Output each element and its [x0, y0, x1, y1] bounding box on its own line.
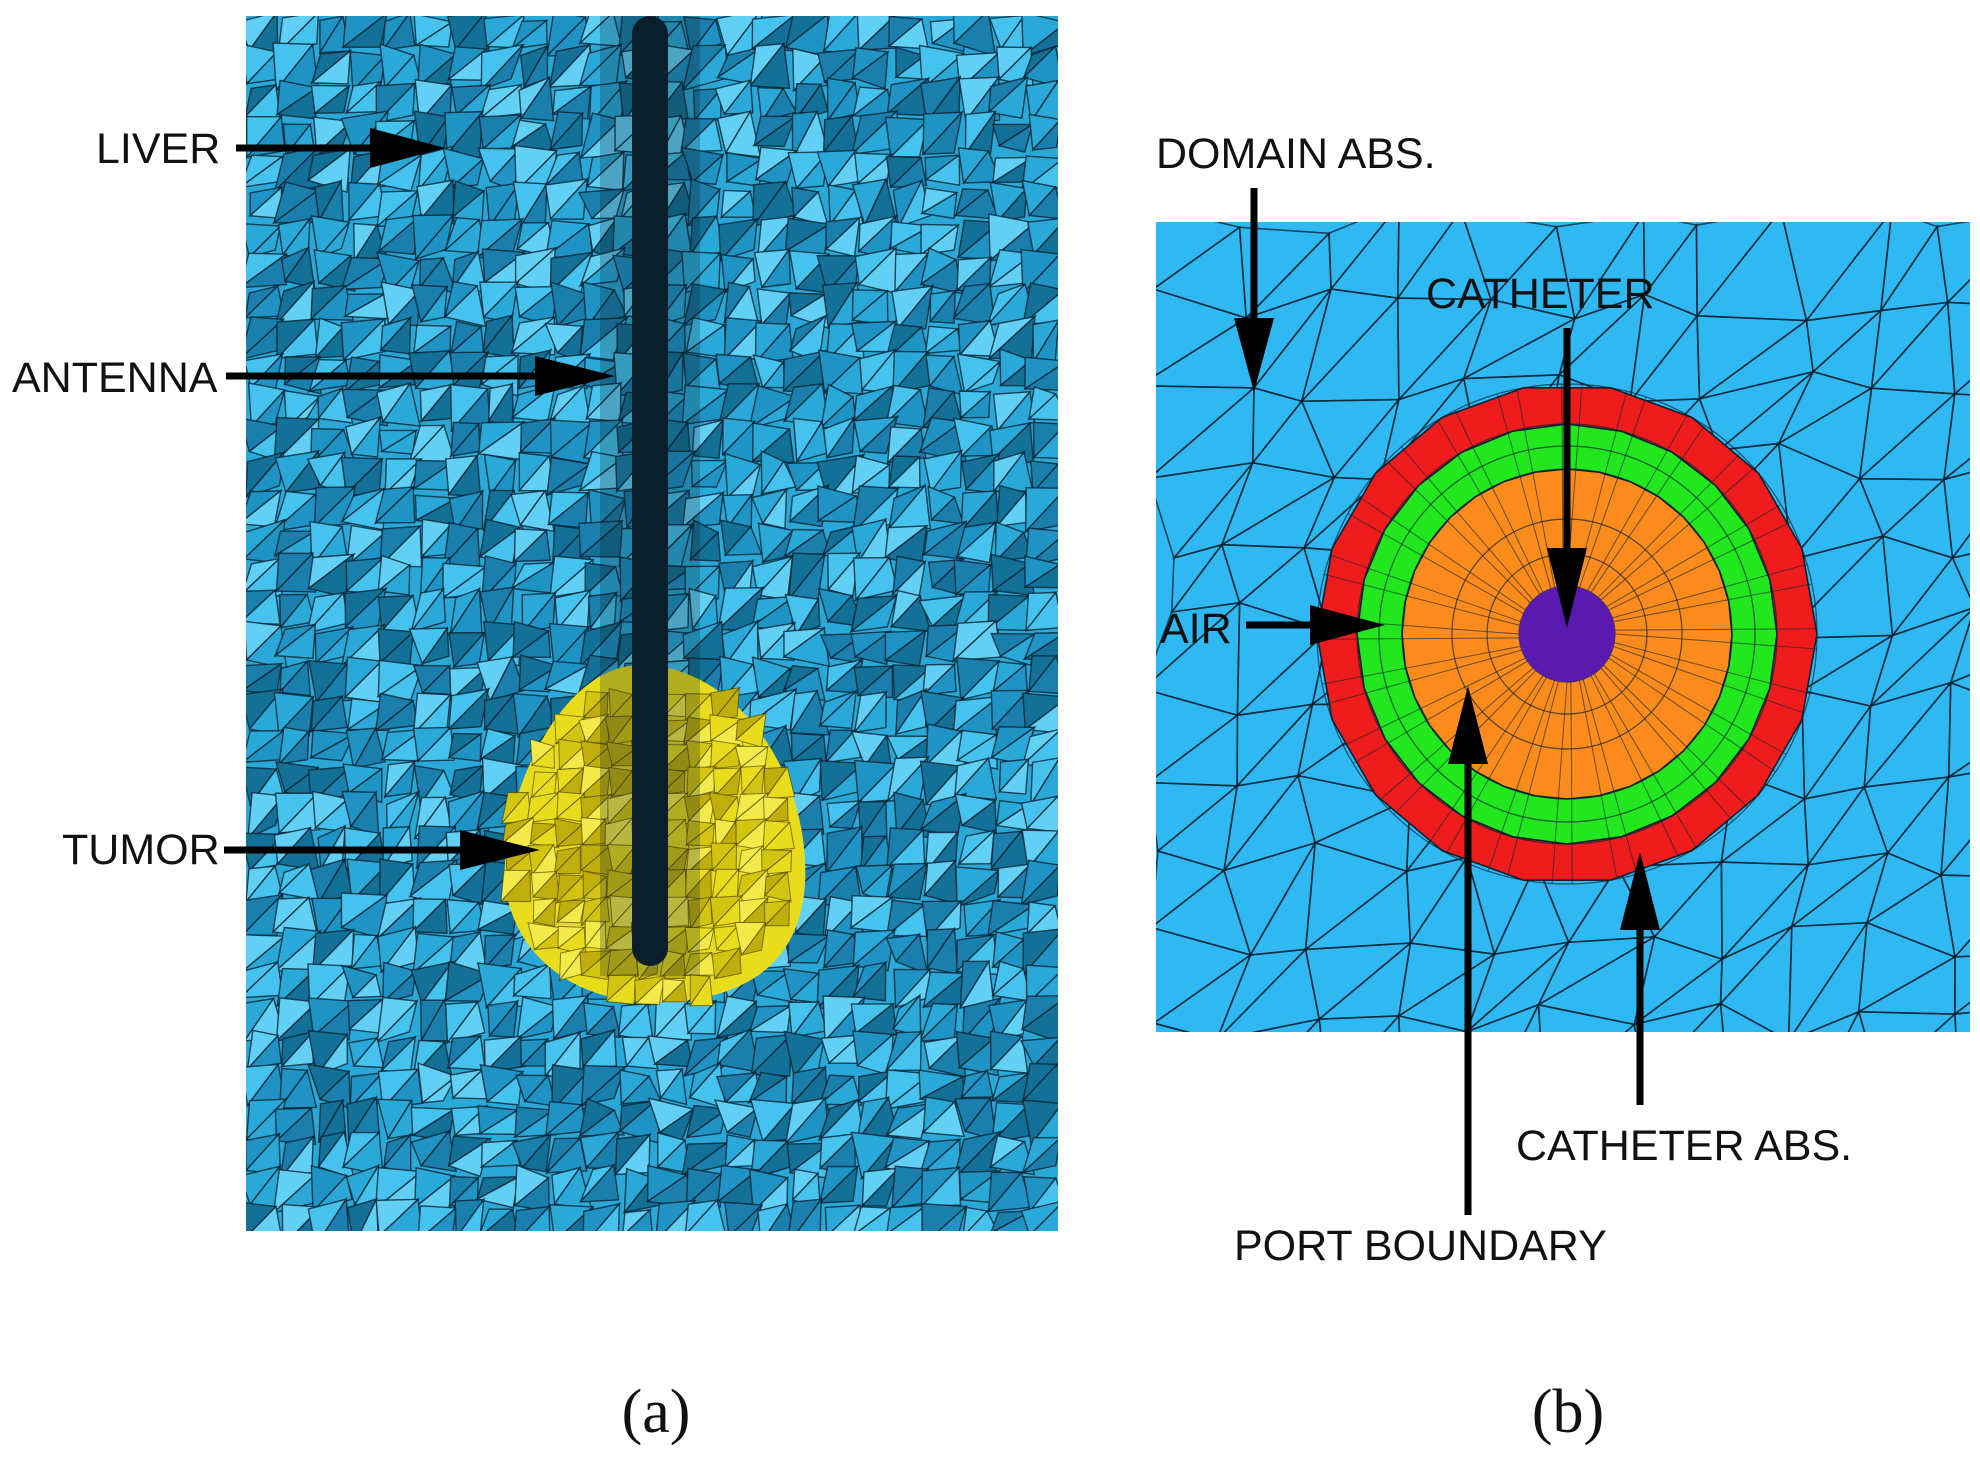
- panel-b: DOMAIN ABS. CATHETER AIR CATHETER ABS. P…: [1156, 130, 1970, 1446]
- arrow-catheter-abs-head: [1620, 852, 1660, 930]
- panel-a: LIVER ANTENNA TUMOR (a): [12, 16, 1058, 1446]
- antenna-mesh-band: [600, 16, 700, 976]
- label-antenna: ANTENNA: [12, 354, 218, 402]
- label-domain-abs: DOMAIN ABS.: [1156, 130, 1436, 178]
- arrow-catheter-head: [1547, 548, 1587, 628]
- liver-mesh: [246, 16, 1058, 1231]
- arrow-domain-abs-head: [1234, 318, 1274, 392]
- arrow-liver-head: [370, 128, 445, 168]
- inner-conductor: [1519, 586, 1615, 682]
- caption-a: (a): [622, 1378, 691, 1446]
- arrow-port-boundary-head: [1448, 686, 1488, 764]
- caption-b: (b): [1532, 1378, 1604, 1446]
- arrow-tumor-head: [460, 830, 540, 870]
- label-tumor: TUMOR: [62, 826, 220, 874]
- label-port-boundary: PORT BOUNDARY: [1234, 1222, 1607, 1270]
- label-catheter-abs: CATHETER ABS.: [1516, 1122, 1852, 1170]
- arrow-air-head: [1310, 605, 1385, 645]
- label-liver: LIVER: [96, 125, 220, 173]
- antenna: [632, 16, 668, 966]
- arrow-antenna-head: [535, 356, 615, 396]
- label-catheter: CATHETER: [1426, 270, 1655, 318]
- label-air: AIR: [1160, 605, 1232, 653]
